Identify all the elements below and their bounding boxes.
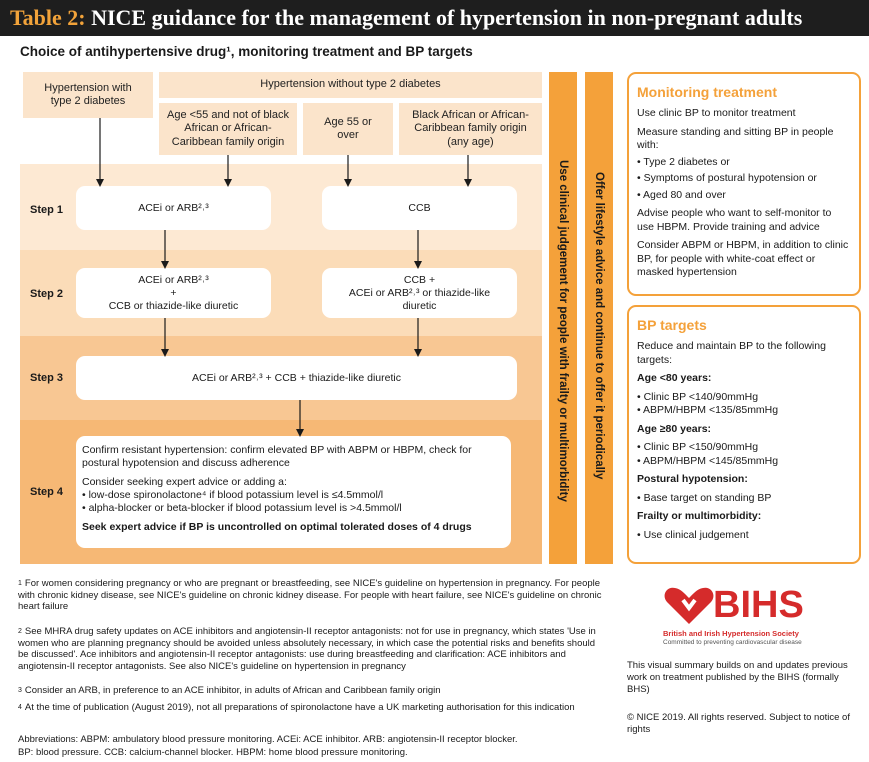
abbreviations-2: BP: blood pressure. CCB: calcium-channel…: [18, 747, 408, 758]
bp-targets-panel: BP targets Reduce and maintain BP to the…: [627, 305, 861, 564]
step2-left-box: ACEi or ARB²˒³ + CCB or thiazide-like di…: [76, 268, 271, 318]
step1-right-box: CCB: [322, 186, 517, 230]
targets-o80-b2: • ABPM/HBPM <145/85mmHg: [637, 454, 779, 467]
header-age-under-55: Age <55 and not of black African or Afri…: [159, 103, 297, 155]
targets-u80-b1: • Clinic BP <140/90mmHg: [637, 390, 759, 403]
bihs-logo: BIHS British and Irish Hypertension Soci…: [663, 584, 843, 654]
footnote-3-text: Consider an ARB, in preference to an ACE…: [24, 685, 441, 696]
monitoring-heading: Monitoring treatment: [637, 84, 777, 100]
title-text: NICE guidance for the management of hype…: [91, 5, 803, 30]
step2-label: Step 2: [30, 288, 64, 300]
monitoring-panel: Monitoring treatment Use clinic BP to mo…: [627, 72, 861, 296]
targets-frailty: Frailty or multimorbidity:: [637, 510, 762, 522]
step4-para1: Confirm resistant hypertension: confirm …: [82, 444, 472, 469]
step2-left-line1: ACEi or ARB²˒³: [138, 273, 209, 286]
monitoring-p1: Use clinic BP to monitor treatment: [637, 107, 796, 119]
bihs-org-name: British and Irish Hypertension Society: [663, 629, 799, 638]
monitoring-p4: Consider ABPM or HBPM, in addition to cl…: [637, 239, 849, 278]
monitoring-b2: • Symptoms of postural hypotension or: [637, 172, 817, 184]
targets-heading: BP targets: [637, 317, 707, 333]
footnote-1-text: For women considering pregnancy or who a…: [18, 578, 602, 612]
header-without-diabetes: Hypertension without type 2 diabetes: [159, 72, 542, 98]
step3-label: Step 3: [30, 372, 64, 384]
step4-bullet2: • alpha-blocker or beta-blocker if blood…: [82, 502, 402, 514]
targets-o80-b1: • Clinic BP <150/90mmHg: [637, 441, 759, 453]
footnote-2-text: See MHRA drug safety updates on ACE inhi…: [18, 626, 596, 672]
step3-text: ACEi or ARB²˒³ + CCB + thiazide-like diu…: [192, 371, 401, 384]
step4-label: Step 4: [30, 486, 64, 498]
targets-postural-b1: • Base target on standing BP: [637, 491, 772, 504]
step1-right-text: CCB: [408, 201, 431, 214]
monitoring-b3: • Aged 80 and over: [637, 188, 726, 201]
header-black-african: Black African or African-Caribbean famil…: [399, 103, 542, 155]
targets-age-over80: Age ≥80 years:: [637, 422, 712, 435]
step1-left-text: ACEi or ARB²˒³: [138, 201, 209, 214]
step2-right-line2: ACEi or ARB²˒³ or thiazide-like: [348, 286, 491, 299]
targets-intro: Reduce and maintain BP to the following …: [637, 340, 826, 366]
copyright-note: © NICE 2019. All rights reserved. Subjec…: [627, 712, 850, 735]
header-age-55-over: Age 55 or over: [303, 103, 393, 155]
targets-postural: Postural hypotension:: [637, 473, 748, 485]
header-with-diabetes: Hypertension with type 2 diabetes: [23, 72, 153, 118]
step4-para2: Consider seeking expert advice or adding…: [82, 476, 287, 488]
bihs-tagline: Committed to preventing cardiovascular d…: [663, 639, 802, 646]
step2-right-line3: diuretic: [402, 299, 437, 312]
step4-bullet1: • low-dose spironolactone⁴ if blood pota…: [82, 489, 384, 501]
monitoring-p2: Measure standing and sitting BP in peopl…: [637, 125, 834, 152]
monitoring-p3: Advise people who want to self-monitor t…: [637, 207, 832, 233]
step3-box: ACEi or ARB²˒³ + CCB + thiazide-like diu…: [76, 356, 517, 400]
bihs-logo-text: BIHS: [713, 584, 804, 626]
step2-left-line2: +: [170, 286, 177, 299]
step2-right-line1: CCB +: [403, 273, 436, 286]
table-number: Table 2:: [10, 5, 86, 30]
step4-box: Confirm resistant hypertension: confirm …: [76, 436, 511, 548]
step2-right-box: CCB + ACEi or ARB²˒³ or thiazide-like di…: [322, 268, 517, 318]
lifestyle-advice-bar: Offer lifestyle advice and continue to o…: [585, 72, 613, 564]
clinical-judgement-text: Use clinical judgement for people with f…: [557, 160, 569, 502]
step1-label: Step 1: [30, 204, 64, 216]
abbreviations-1: Abbreviations: ABPM: ambulatory blood pr…: [18, 734, 518, 745]
step2-left-line3: CCB or thiazide-like diuretic: [108, 299, 239, 312]
subtitle: Choice of antihypertensive drug¹, monito…: [20, 44, 473, 59]
summary-note: This visual summary builds on and update…: [627, 660, 848, 695]
step4-para3: Seek expert advice if BP is uncontrolled…: [82, 521, 472, 533]
footnote-4-text: At the time of publication (August 2019)…: [24, 702, 575, 713]
targets-age-under80: Age <80 years:: [637, 372, 712, 384]
lifestyle-advice-text: Offer lifestyle advice and continue to o…: [593, 172, 605, 480]
monitoring-b1: • Type 2 diabetes or: [637, 155, 730, 168]
clinical-judgement-bar: Use clinical judgement for people with f…: [549, 72, 577, 564]
step1-left-box: ACEi or ARB²˒³: [76, 186, 271, 230]
title-bar: Table 2: NICE guidance for the managemen…: [0, 0, 869, 36]
targets-u80-b2: • ABPM/HBPM <135/85mmHg: [637, 404, 779, 416]
targets-frailty-b1: • Use clinical judgement: [637, 528, 749, 541]
heart-icon: [664, 587, 714, 624]
